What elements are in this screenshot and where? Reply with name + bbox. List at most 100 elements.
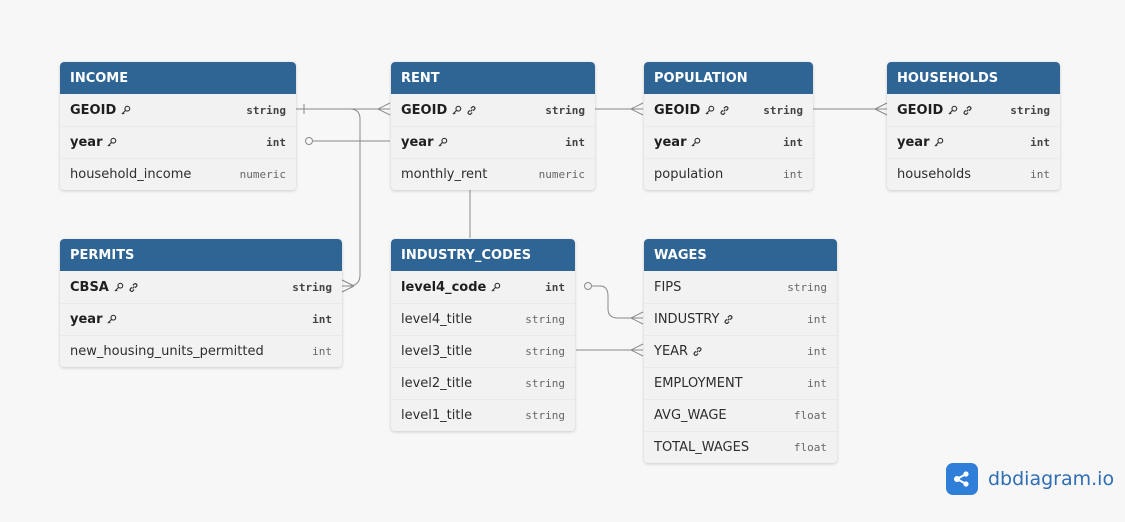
table-industry-codes[interactable]: INDUSTRY_CODES level4_code int level4_title… [391, 239, 575, 431]
table-header[interactable]: PERMITS [60, 239, 342, 271]
table-header[interactable]: POPULATION [644, 62, 813, 94]
crowfoot-marker [377, 102, 391, 116]
field-row[interactable]: year int [391, 126, 595, 158]
field-type: string [545, 103, 585, 117]
field-name: level4_title [401, 312, 472, 327]
field-type: string [525, 377, 565, 390]
zero-marker [584, 282, 592, 290]
field-row[interactable]: GEOID string [887, 94, 1060, 126]
table-header[interactable]: HOUSEHOLDS [887, 62, 1060, 94]
share-nodes-icon [946, 463, 978, 495]
table-header[interactable]: RENT [391, 62, 595, 94]
field-name: population [654, 167, 723, 182]
key-icon [690, 137, 701, 148]
table-header[interactable]: WAGES [644, 239, 837, 271]
field-name: level3_title [401, 344, 472, 359]
field-name-text: GEOID [654, 102, 701, 118]
field-row[interactable]: population int [644, 158, 813, 190]
connector-rent-permits [342, 108, 361, 287]
field-name: GEOID [70, 103, 131, 118]
field-name: year [654, 135, 701, 150]
key-icon [947, 105, 958, 116]
field-name-text: level2_title [401, 376, 473, 391]
field-type: int [1030, 168, 1050, 181]
field-row[interactable]: year int [644, 126, 813, 158]
field-name-text: year [401, 135, 434, 150]
link-icon [723, 314, 734, 325]
field-name-text: level4_title [401, 312, 473, 327]
field-row[interactable]: households int [887, 158, 1060, 190]
field-name: YEAR [654, 344, 703, 359]
key-icon [933, 137, 944, 148]
field-type: int [1030, 136, 1050, 149]
crowfoot-marker [630, 343, 644, 357]
brand-name: dbdiagram.io [988, 468, 1115, 490]
field-name: level4_code [401, 280, 501, 295]
key-icon [113, 282, 124, 293]
field-type: string [525, 409, 565, 422]
field-name-text: TOTAL_WAGES [654, 440, 750, 455]
field-type: int [783, 168, 803, 181]
field-name-text: year [70, 135, 103, 150]
link-icon [962, 105, 973, 116]
table-households[interactable]: HOUSEHOLDS GEOID string year int households in… [887, 62, 1060, 190]
field-type: int [312, 313, 332, 326]
field-name: GEOID [897, 103, 973, 118]
field-type: int [807, 377, 827, 390]
field-name-text: year [70, 312, 103, 327]
field-type: int [545, 280, 565, 294]
field-row[interactable]: EMPLOYMENT int [644, 367, 837, 399]
field-name: households [897, 167, 971, 182]
key-icon [106, 314, 117, 325]
field-row[interactable]: level4_code int [391, 271, 575, 303]
field-type: numeric [239, 168, 286, 181]
connector-industry-wages [592, 285, 643, 319]
key-icon [120, 105, 131, 116]
field-name-text: GEOID [70, 102, 117, 118]
field-name: level2_title [401, 376, 472, 391]
link-icon [466, 105, 477, 116]
field-name-text: CBSA [70, 279, 109, 295]
table-header[interactable]: INDUSTRY_CODES [391, 239, 575, 271]
field-name-text: GEOID [897, 102, 944, 118]
field-name: year [897, 135, 944, 150]
field-row[interactable]: level2_title string [391, 367, 575, 399]
field-type: string [292, 280, 332, 294]
brand-logo[interactable]: dbdiagram.io [946, 463, 1114, 495]
field-name-text: AVG_WAGE [654, 408, 727, 423]
field-row[interactable]: year int [60, 303, 342, 335]
crowfoot-marker [341, 279, 355, 293]
field-type: float [793, 441, 827, 454]
table-permits[interactable]: PERMITS CBSA string year int new_housing_unit… [60, 239, 342, 367]
field-row[interactable]: TOTAL_WAGES float [644, 431, 837, 463]
field-type: string [787, 280, 827, 294]
field-type: string [1010, 103, 1050, 117]
field-name-text: EMPLOYMENT [654, 376, 743, 391]
field-row[interactable]: year int [887, 126, 1060, 158]
field-type: int [266, 136, 286, 149]
table-header[interactable]: INCOME [60, 62, 296, 94]
field-type: int [565, 136, 585, 149]
field-type: int [783, 136, 803, 149]
field-name: GEOID [654, 103, 730, 118]
field-name-text: new_housing_units_permitted [70, 344, 264, 359]
field-row[interactable]: CBSA string [60, 271, 342, 303]
field-row[interactable]: year int [60, 126, 296, 158]
